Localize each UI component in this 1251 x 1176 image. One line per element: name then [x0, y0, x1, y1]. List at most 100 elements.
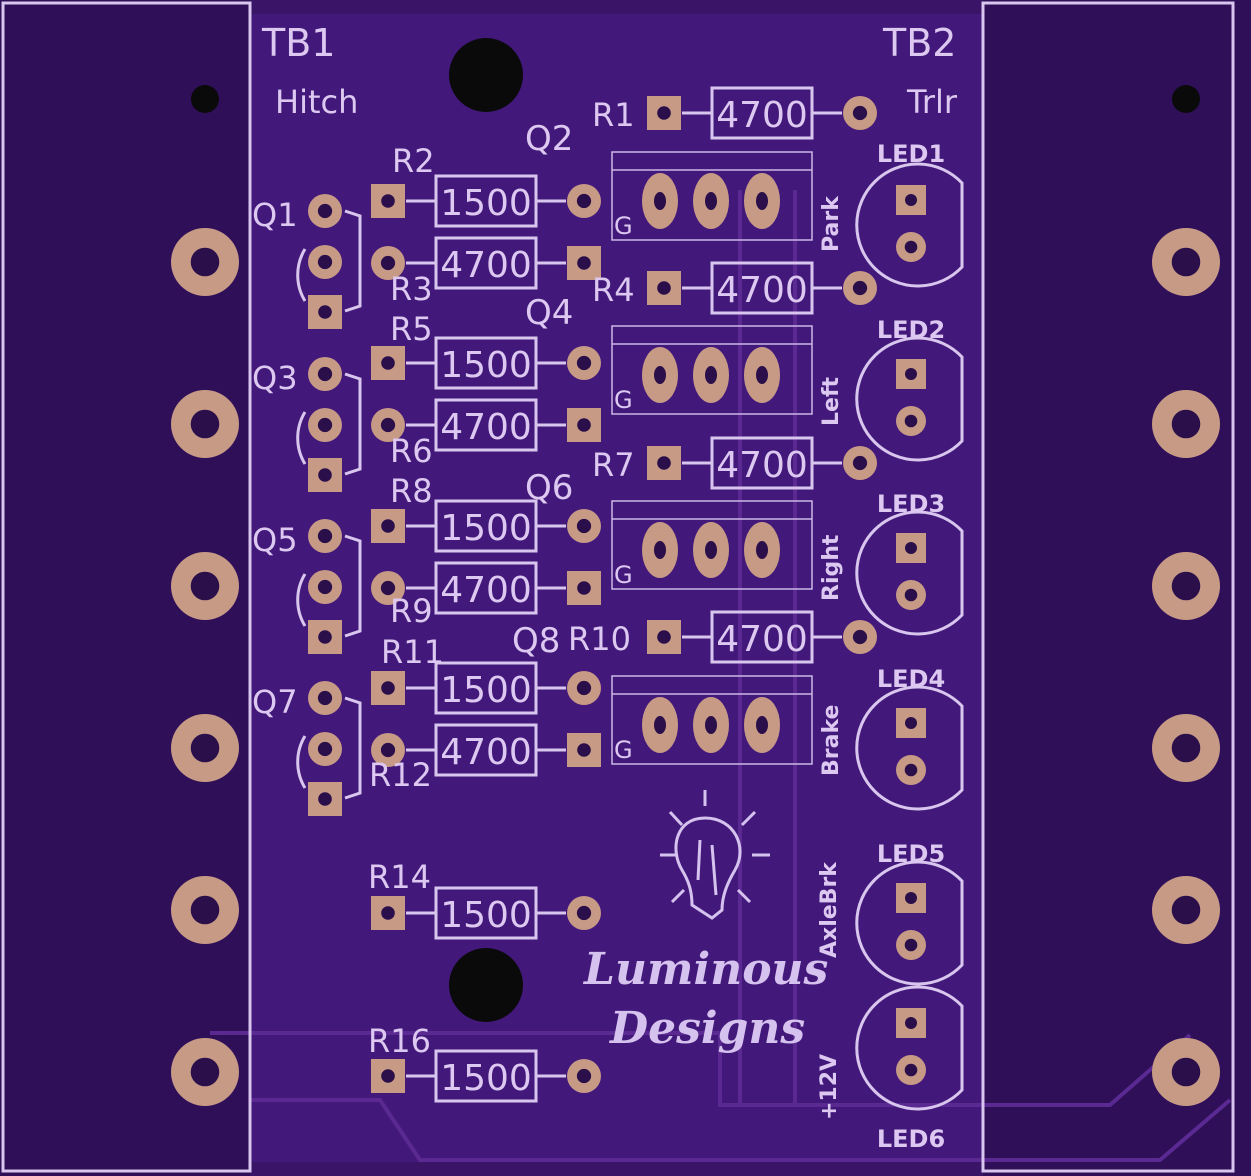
left-resistor-group: 1500R24700R31500R54700R61500R84700R91500…: [368, 142, 601, 1103]
tb2-pad-5-drill: [1171, 895, 1201, 925]
mosfet-gate-label: G: [614, 736, 633, 764]
led-ref: LED3: [877, 490, 945, 518]
transistor-q5: Q5: [252, 519, 362, 654]
transistor-pad-2-drill: [317, 417, 333, 433]
mosfet-drill-1: [654, 366, 666, 384]
resistor-r9-ref: R9: [390, 592, 433, 630]
resistor-r8-ref: R8: [390, 472, 433, 510]
mosfet-ref: Q6: [525, 468, 573, 508]
led-ref: LED6: [877, 1125, 945, 1153]
tb1-mount-hole: [191, 85, 219, 113]
tb2-pad-6-drill: [1171, 1057, 1201, 1087]
resistor-r16: 1500: [371, 1049, 601, 1103]
mosfet-function-label: Right: [819, 534, 844, 601]
mosfet-drill-3: [756, 192, 768, 210]
led-outline: [855, 336, 964, 462]
resistor-r16-pad-1-drill: [381, 1069, 395, 1083]
bulb-logo-icon: [660, 790, 770, 920]
resistor-r2: 1500: [371, 174, 601, 228]
transistor-pad-3-drill: [318, 630, 332, 644]
resistor-r10: 4700: [647, 610, 877, 664]
resistor-r3: 4700: [371, 236, 601, 290]
transistor-pad-1-drill: [317, 528, 333, 544]
mosfet-gate-label: G: [614, 212, 633, 240]
tb2-pad-3-drill: [1171, 571, 1201, 601]
resistor-r4-value: 4700: [716, 270, 808, 311]
led-ref: LED2: [877, 316, 945, 344]
resistor-r2-pad-1-drill: [381, 194, 395, 208]
led-led6: LED6 +12V: [817, 985, 964, 1153]
mosfet-function-label: Brake: [819, 705, 844, 776]
transistor-q3: Q3: [252, 357, 362, 492]
transistor-outline: [296, 372, 362, 476]
tb2-pad-1-drill: [1171, 247, 1201, 277]
resistor-r14-value: 1500: [440, 895, 532, 936]
resistor-r5-pad-1-drill: [381, 356, 395, 370]
resistor-r7-value: 4700: [716, 445, 808, 486]
tb1-pad-5-drill: [190, 895, 220, 925]
trace-bottom: [210, 1031, 1192, 1107]
resistor-r9-pad-1-drill: [380, 580, 396, 596]
resistor-r9-pad-2-drill: [577, 581, 591, 595]
resistor-r5-pad-2-drill: [576, 355, 592, 371]
resistor-r8: 1500: [371, 499, 601, 553]
resistor-r3-value: 4700: [440, 245, 532, 286]
mosfet-ref: Q8: [512, 621, 560, 661]
led-cathode-pad-drill: [904, 414, 918, 428]
tb2-pad-4-drill: [1171, 733, 1201, 763]
led-anode-pad-drill: [905, 194, 917, 206]
mosfet-drill-1: [654, 192, 666, 210]
resistor-r6-ref: R6: [390, 432, 433, 470]
resistor-r11: 1500: [371, 661, 601, 715]
led-cathode-pad-drill: [904, 938, 918, 952]
led-anode-pad-drill: [905, 892, 917, 904]
mosfet-drill-1: [654, 716, 666, 734]
led-cathode-pad-drill: [904, 588, 918, 602]
transistor-pad-1-drill: [317, 690, 333, 706]
resistor-r1-pad-1-drill: [657, 106, 671, 120]
transistor-outline: [296, 534, 362, 638]
led-outline: [855, 860, 964, 986]
mosfet-drill-2: [705, 541, 717, 559]
resistor-r10-pad-2-drill: [852, 629, 868, 645]
resistor-r5-ref: R5: [390, 310, 433, 348]
resistor-r6-pad-2-drill: [577, 418, 591, 432]
led-function-label: AxleBrk: [817, 861, 842, 958]
mounting-hole-top: [449, 38, 523, 112]
transistor-pad-2-drill: [317, 579, 333, 595]
trace-bottom-2: [250, 1098, 1232, 1162]
mosfet-outline: [611, 500, 813, 590]
mosfet-drill-2: [705, 192, 717, 210]
led-ref: LED5: [877, 840, 945, 868]
resistor-r10-value: 4700: [716, 619, 808, 660]
resistor-r6: 4700: [371, 398, 601, 452]
resistor-r5-value: 1500: [440, 345, 532, 386]
transistor-q7: Q7: [252, 681, 362, 816]
logo-line1: Luminous: [582, 944, 828, 995]
led-function-label: +12V: [817, 1054, 842, 1120]
transistor-ref: Q1: [252, 196, 298, 234]
logo-line2: Designs: [608, 1003, 805, 1054]
led-anode-pad-drill: [905, 368, 917, 380]
mosfet-gate-label: G: [614, 386, 633, 414]
led-anode-pad-drill: [905, 542, 917, 554]
mosfet-outline: [611, 675, 813, 765]
transistor-outline: [296, 696, 362, 800]
mosfet-ref: Q2: [525, 119, 573, 159]
tb2-mount-hole: [1172, 85, 1200, 113]
tb2-label: Trlr: [906, 83, 958, 121]
mosfet-function-label: Left: [819, 376, 844, 426]
resistor-r6-value: 4700: [440, 407, 532, 448]
mosfet-q8: G Brake Q8: [512, 621, 844, 776]
resistor-r7-pad-1-drill: [657, 456, 671, 470]
mounting-hole-bottom: [449, 948, 523, 1022]
resistor-r11-value: 1500: [440, 670, 532, 711]
transistor-pad-3-drill: [318, 792, 332, 806]
resistor-r12: 4700: [371, 723, 601, 777]
resistor-r14-pad-1-drill: [381, 906, 395, 920]
resistor-r2-pad-2-drill: [576, 193, 592, 209]
transistor-pad-2-drill: [317, 254, 333, 270]
resistor-r7: 4700: [647, 436, 877, 490]
